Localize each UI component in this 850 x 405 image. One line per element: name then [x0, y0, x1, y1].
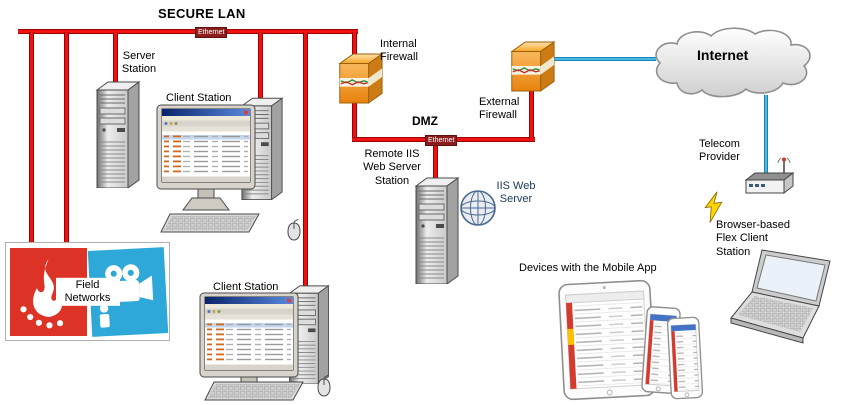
iis-server-tower-icon [414, 176, 460, 284]
dmz-label: DMZ [412, 114, 438, 128]
remote-iis-station-label: Remote IIS Web Server Station [363, 148, 421, 187]
internet-label: Internet [697, 47, 749, 63]
client-top-mouse-icon [285, 219, 303, 241]
external-firewall-dmz-link-line [529, 88, 534, 139]
lan-server-link-line [113, 32, 118, 82]
flex-client-station-label: Browser-based Flex Client Station [716, 219, 790, 258]
laptop-icon [724, 248, 838, 348]
server-tower-icon [95, 80, 141, 188]
internet-telecom-link-line [764, 95, 768, 175]
dmz-iis-link-line [433, 140, 438, 178]
secure-lan-label: SECURE LAN [158, 6, 246, 21]
lan-client-bottom-link-line [303, 32, 308, 286]
lan-internal-firewall-link-line [352, 32, 357, 56]
external-firewall-icon [506, 40, 556, 92]
lan-field-link-2-line [64, 32, 69, 243]
external-firewall-label: External Firewall [479, 96, 520, 122]
secure-lan-bus-line [18, 29, 358, 34]
client-station-bottom-label: Client Station [213, 281, 279, 293]
client-bottom-mouse-icon [315, 375, 333, 397]
server-station-label: Server Station [121, 50, 157, 76]
client-station-top-label: Client Station [166, 92, 232, 104]
internal-firewall-icon [334, 52, 384, 104]
lan-field-link-1-line [29, 32, 34, 243]
phone-icon [666, 315, 704, 401]
lan-ethernet-tag: Ethernet [195, 27, 228, 38]
lan-client-top-link-line [258, 32, 263, 98]
iis-web-server-label: IIS Web Server [496, 180, 536, 206]
client-top-keyboard-icon [160, 213, 260, 233]
internal-firewall-label: Internal Firewall [380, 38, 418, 64]
dmz-ethernet-tag: Ethernet [425, 135, 458, 146]
mobile-devices-label: Devices with the Mobile App [519, 262, 657, 274]
field-networks-label: Field Networks [55, 277, 120, 306]
internal-firewall-dmz-link-line [352, 100, 357, 140]
telecom-router-antenna-icon [743, 156, 797, 198]
external-firewall-internet-link-line [554, 57, 656, 61]
client-top-monitor-icon [156, 104, 256, 212]
field-networks-group: Field Networks [5, 242, 170, 341]
client-bottom-keyboard-icon [204, 381, 304, 401]
telecom-provider-label: Telecom Provider [699, 138, 740, 164]
